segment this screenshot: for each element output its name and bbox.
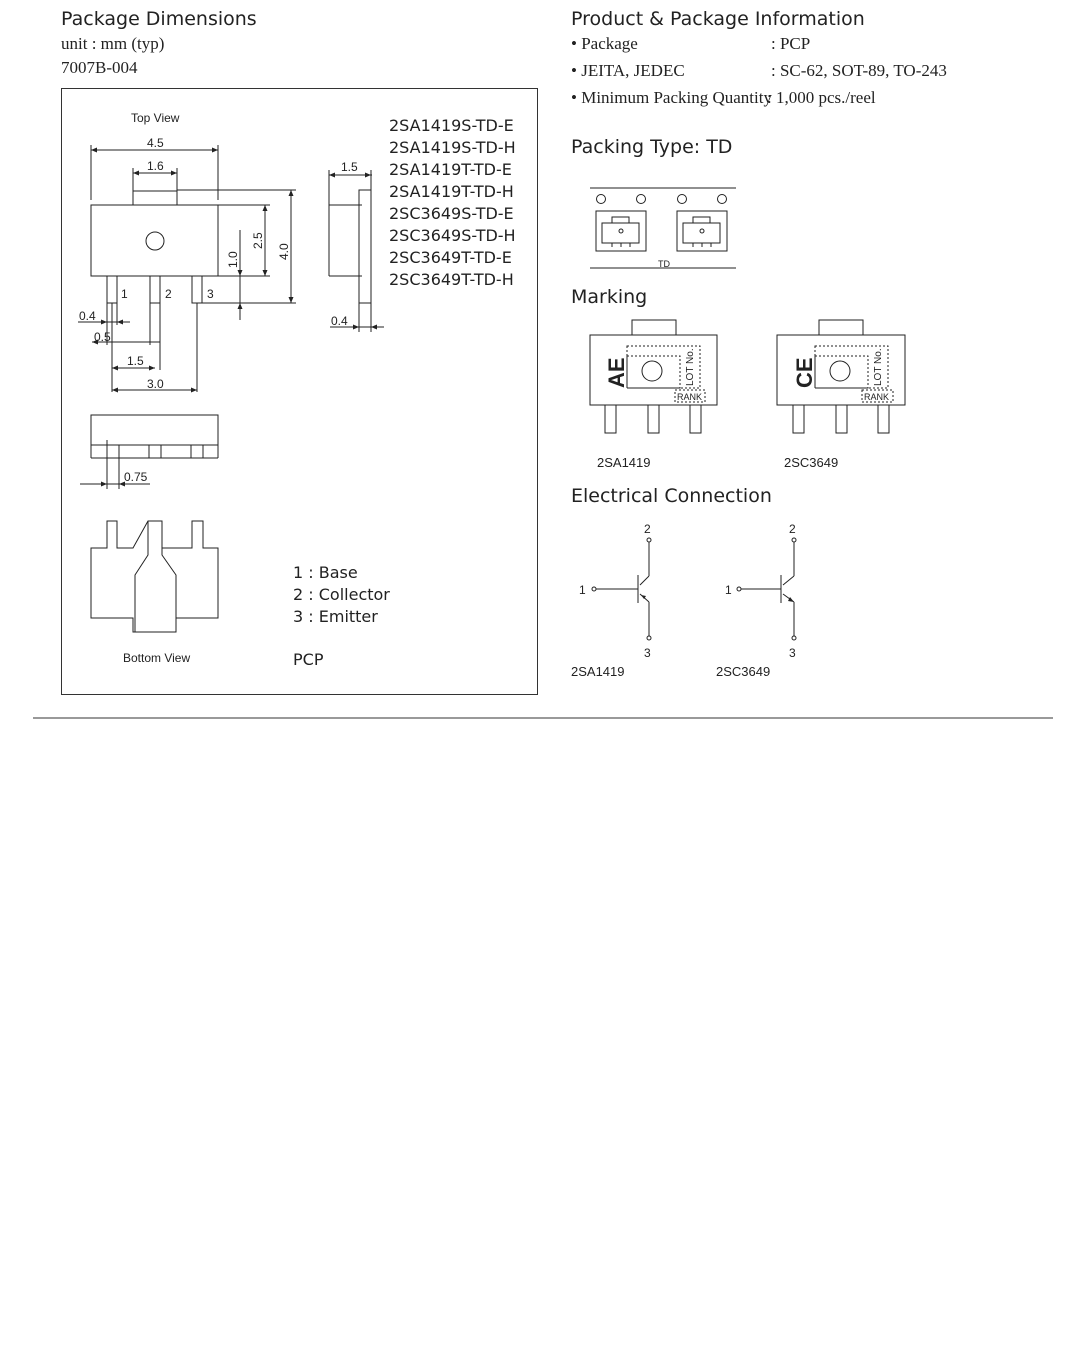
model-item: 2SC3649T-TD-H [389, 270, 514, 289]
info-label: • Package [571, 34, 638, 53]
model-item: 2SA1419T-TD-H [389, 182, 514, 201]
package-dimensions-title: Package Dimensions [61, 8, 257, 30]
dim-2-5: 2.5 [251, 232, 265, 249]
dim-0-75: 0.75 [124, 470, 148, 484]
marking-title: Marking [571, 286, 648, 308]
pin-2-number: 2 [644, 522, 651, 536]
dim-0-4-left: 0.4 [79, 309, 96, 323]
electrical-part-2sc3649: 2SC3649 [716, 664, 770, 679]
marking-code-ce: CE [792, 357, 817, 388]
model-item: 2SC3649T-TD-E [389, 248, 512, 267]
pin-legend: 1 : Base 2 : Collector 3 : Emitter [293, 562, 390, 628]
product-info-title: Product & Package Information [571, 8, 865, 30]
marking-part-2sc3649: 2SC3649 [784, 455, 838, 470]
pin-legend-item: 1 : Base [293, 563, 358, 582]
model-item: 2SC3649S-TD-E [389, 204, 514, 223]
dim-3-0: 3.0 [147, 377, 164, 391]
pin-3-label: 3 [207, 287, 214, 301]
pin-legend-item: 2 : Collector [293, 585, 390, 604]
marking-part-2sa1419: 2SA1419 [597, 455, 651, 470]
pin-3-number: 3 [789, 646, 796, 660]
pin-3-number: 3 [644, 646, 651, 660]
info-value: : 1,000 pcs./reel [767, 88, 876, 107]
electrical-connection-drawing: 2 1 3 2SA1419 2 1 3 2SC3649 [571, 522, 797, 679]
model-item: 2SA1419S-TD-H [389, 138, 516, 157]
pin-legend-item: 3 : Emitter [293, 607, 378, 626]
rank-label: RANK [864, 392, 889, 402]
package-code: 7007B-004 [61, 58, 138, 77]
model-item: 2SA1419S-TD-E [389, 116, 514, 135]
section-divider [33, 717, 1053, 719]
marking-code-ae: AE [604, 357, 629, 388]
marking-drawing: AE LOT No. RANK 2SA1419 CE LOT No. RANK … [589, 319, 906, 470]
pin-1-number: 1 [579, 583, 586, 597]
pin-1-label: 1 [121, 287, 128, 301]
model-item: 2SA1419T-TD-E [389, 160, 512, 179]
dim-1-5: 1.5 [127, 354, 144, 368]
tape-label: TD [658, 259, 670, 269]
dim-1-0: 1.0 [226, 251, 240, 268]
lot-no-label: LOT No. [873, 348, 884, 386]
dim-0-5: 0.5 [94, 330, 111, 344]
packing-type-title: Packing Type: TD [571, 136, 733, 158]
dim-1-5-side: 1.5 [341, 160, 358, 174]
bottom-view-label: Bottom View [123, 651, 190, 665]
dim-1-6: 1.6 [147, 159, 164, 173]
lot-no-label: LOT No. [685, 348, 696, 386]
model-item: 2SC3649S-TD-H [389, 226, 516, 245]
model-list: 2SA1419S-TD-E 2SA1419S-TD-H 2SA1419T-TD-… [389, 115, 516, 291]
info-label: • Minimum Packing Quantity [571, 88, 772, 107]
electrical-connection-title: Electrical Connection [571, 485, 772, 507]
top-view-label: Top View [131, 111, 180, 125]
pin-1-number: 1 [725, 583, 732, 597]
dim-4-5: 4.5 [147, 136, 164, 150]
dim-0-4-side: 0.4 [331, 314, 348, 328]
pin-2-label: 2 [165, 287, 172, 301]
info-label: • JEITA, JEDEC [571, 61, 685, 80]
info-value: : PCP [771, 34, 811, 53]
package-dimension-drawing: Top View 4.5 1.6 1.5 1.0 2.5 4.0 0.4 0.5… [78, 111, 384, 665]
pin-2-number: 2 [789, 522, 796, 536]
dimension-drawing-frame [61, 88, 538, 695]
packing-tape-drawing: TD [590, 187, 736, 269]
unit-text: unit : mm (typ) [61, 34, 165, 53]
dim-4-0: 4.0 [277, 243, 291, 260]
electrical-part-2sa1419: 2SA1419 [571, 664, 625, 679]
rank-label: RANK [677, 392, 702, 402]
info-value: : SC-62, SOT-89, TO-243 [771, 61, 947, 80]
package-name-label: PCP [293, 650, 324, 669]
